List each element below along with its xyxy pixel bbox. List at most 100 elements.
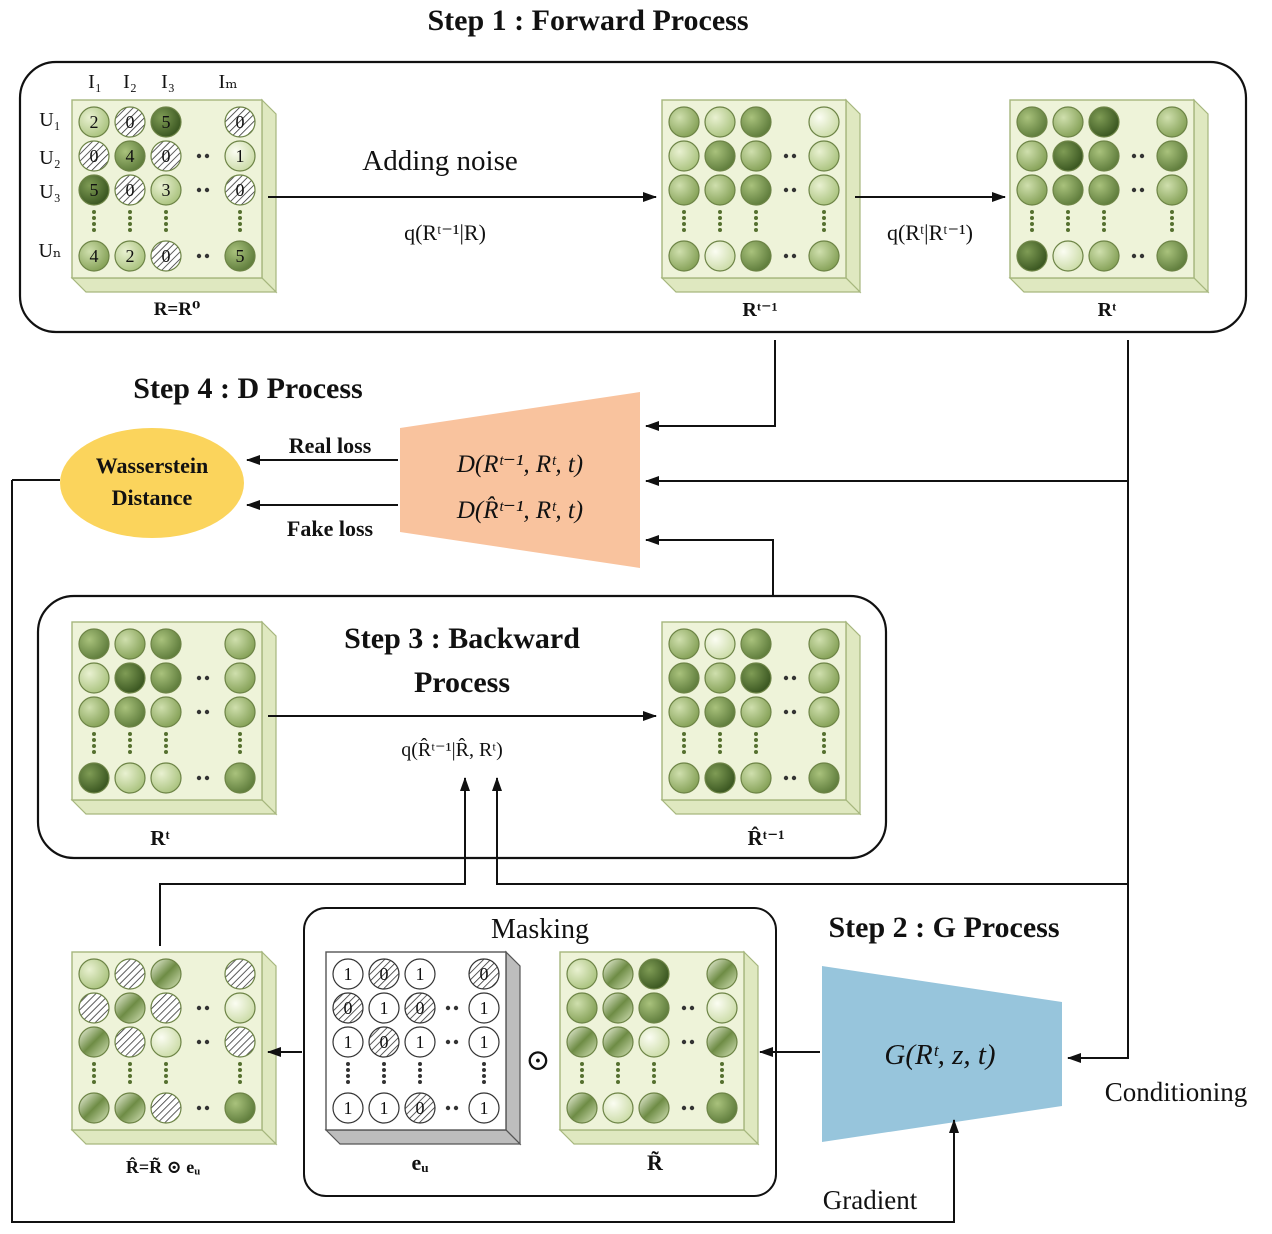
- ellipsis-dot: [445, 1105, 451, 1111]
- matrix-cell-circle: [1156, 106, 1188, 138]
- matrix-cell-circle: [332, 1026, 364, 1058]
- ellipsis-dot: [238, 732, 242, 736]
- ellipsis-dot: [204, 1039, 210, 1045]
- matrix-r0-label: R=R⁰: [154, 299, 201, 320]
- ellipsis-dot: [1066, 228, 1070, 232]
- matrix-cell-circle: [808, 696, 840, 728]
- ellipsis-dot: [718, 216, 722, 220]
- ellipsis-dot: [482, 1062, 486, 1066]
- masked-output-label: R̂=R̃ ⊙ eᵤ: [126, 1157, 200, 1177]
- cube-side: [1193, 98, 1209, 294]
- cube-side: [261, 620, 277, 816]
- ellipsis-dot: [1030, 216, 1034, 220]
- ellipsis-dot: [822, 222, 826, 226]
- matrix-cell-circle: [602, 958, 634, 990]
- matrix-cell-circle: [704, 628, 736, 660]
- ellipsis-dot: [718, 210, 722, 214]
- matrix-cell-circle: [468, 958, 500, 990]
- matrix-cell-circle: [1088, 174, 1120, 206]
- matrix-cell-circle: [668, 174, 700, 206]
- ellipsis-dot: [204, 187, 210, 193]
- matrix-cell-circle: [704, 106, 736, 138]
- ellipsis-dot: [681, 1039, 687, 1045]
- matrix-cell-circle: [602, 992, 634, 1024]
- ellipsis-dot: [682, 738, 686, 742]
- ellipsis-dot: [204, 253, 210, 259]
- ellipsis-dot: [92, 228, 96, 232]
- matrix-cell-circle: [150, 958, 182, 990]
- ellipsis-dot: [791, 709, 797, 715]
- matrix-cell-circle: [150, 762, 182, 794]
- ellipsis-dot: [128, 216, 132, 220]
- ellipsis-dot: [718, 738, 722, 742]
- row-header-u3: U₃: [39, 181, 60, 203]
- ellipsis-dot: [164, 216, 168, 220]
- matrix-cell-circle: [78, 662, 110, 694]
- matrix-cell-circle: [668, 106, 700, 138]
- ellipsis-dot: [682, 750, 686, 754]
- matrix-rt-minus-1: [660, 98, 862, 294]
- conditioning-label: Conditioning: [1105, 1077, 1248, 1107]
- matrix-cell-circle: [368, 1026, 400, 1058]
- matrix-backward-rhat: [660, 620, 862, 816]
- r-tilde-label: R̃: [647, 1150, 664, 1175]
- ellipsis-dot: [791, 187, 797, 193]
- step3-title-line2: Process: [414, 666, 510, 699]
- cube-bottom: [324, 1129, 522, 1145]
- ellipsis-dot: [754, 216, 758, 220]
- ellipsis-dot: [238, 216, 242, 220]
- matrix-cell-circle: [78, 174, 110, 206]
- matrix-cell-circle: [224, 958, 256, 990]
- generator-label: G(Rᵗ, z, t): [884, 1039, 995, 1071]
- ellipsis-dot: [689, 1005, 695, 1011]
- matrix-cell-circle: [740, 696, 772, 728]
- matrix-cell-circle: [1088, 106, 1120, 138]
- ellipsis-dot: [1131, 153, 1137, 159]
- matrix-cell-circle: [808, 106, 840, 138]
- connector-gradient-loop: [11, 480, 959, 1223]
- ellipsis-dot: [754, 210, 758, 214]
- ellipsis-dot: [1170, 216, 1174, 220]
- ellipsis-dot: [128, 1068, 132, 1072]
- matrix-cell-circle: [1156, 240, 1188, 272]
- matrix-cell-circle: [706, 1092, 738, 1124]
- matrix-rt: [1008, 98, 1210, 294]
- matrix-cell-circle: [78, 140, 110, 172]
- ellipsis-dot: [791, 153, 797, 159]
- ellipsis-dot: [681, 1105, 687, 1111]
- ellipsis-dot: [822, 738, 826, 742]
- ellipsis-dot: [238, 1074, 242, 1078]
- ellipsis-dot: [418, 1074, 422, 1078]
- backward-left-label: Rᵗ: [150, 826, 170, 850]
- matrix-cell-circle: [404, 992, 436, 1024]
- matrix-cell-circle: [668, 140, 700, 172]
- matrix-cell-circle: [150, 174, 182, 206]
- matrix-cell-circle: [150, 140, 182, 172]
- ellipsis-dot: [196, 1105, 202, 1111]
- matrix-cell-circle: [602, 1026, 634, 1058]
- matrix-cell-circle: [740, 662, 772, 694]
- matrix-cell-circle: [1156, 174, 1188, 206]
- matrix-cell-circle: [740, 240, 772, 272]
- matrix-cell-circle: [668, 240, 700, 272]
- matrix-cell-circle: [602, 1092, 634, 1124]
- matrix-cell-circle: [224, 992, 256, 1024]
- matrix-cell-circle: [114, 106, 146, 138]
- ellipsis-dot: [682, 744, 686, 748]
- ellipsis-dot: [196, 1005, 202, 1011]
- ellipsis-dot: [791, 775, 797, 781]
- matrix-cell-value: 3: [162, 180, 171, 200]
- matrix-cell-circle: [114, 1026, 146, 1058]
- ellipsis-dot: [164, 228, 168, 232]
- ellipsis-dot: [128, 1074, 132, 1078]
- step4-title: Step 4 : D Process: [133, 372, 362, 405]
- generator-trapezoid: [822, 966, 1062, 1142]
- matrix-cell-value: 0: [126, 180, 135, 200]
- matrix-cell-circle: [404, 958, 436, 990]
- matrix-rt-label: Rᵗ: [1098, 299, 1117, 321]
- matrix-cell-value: 5: [90, 180, 99, 200]
- ellipsis-dot: [616, 1080, 620, 1084]
- matrix-cell-value: 0: [380, 964, 389, 984]
